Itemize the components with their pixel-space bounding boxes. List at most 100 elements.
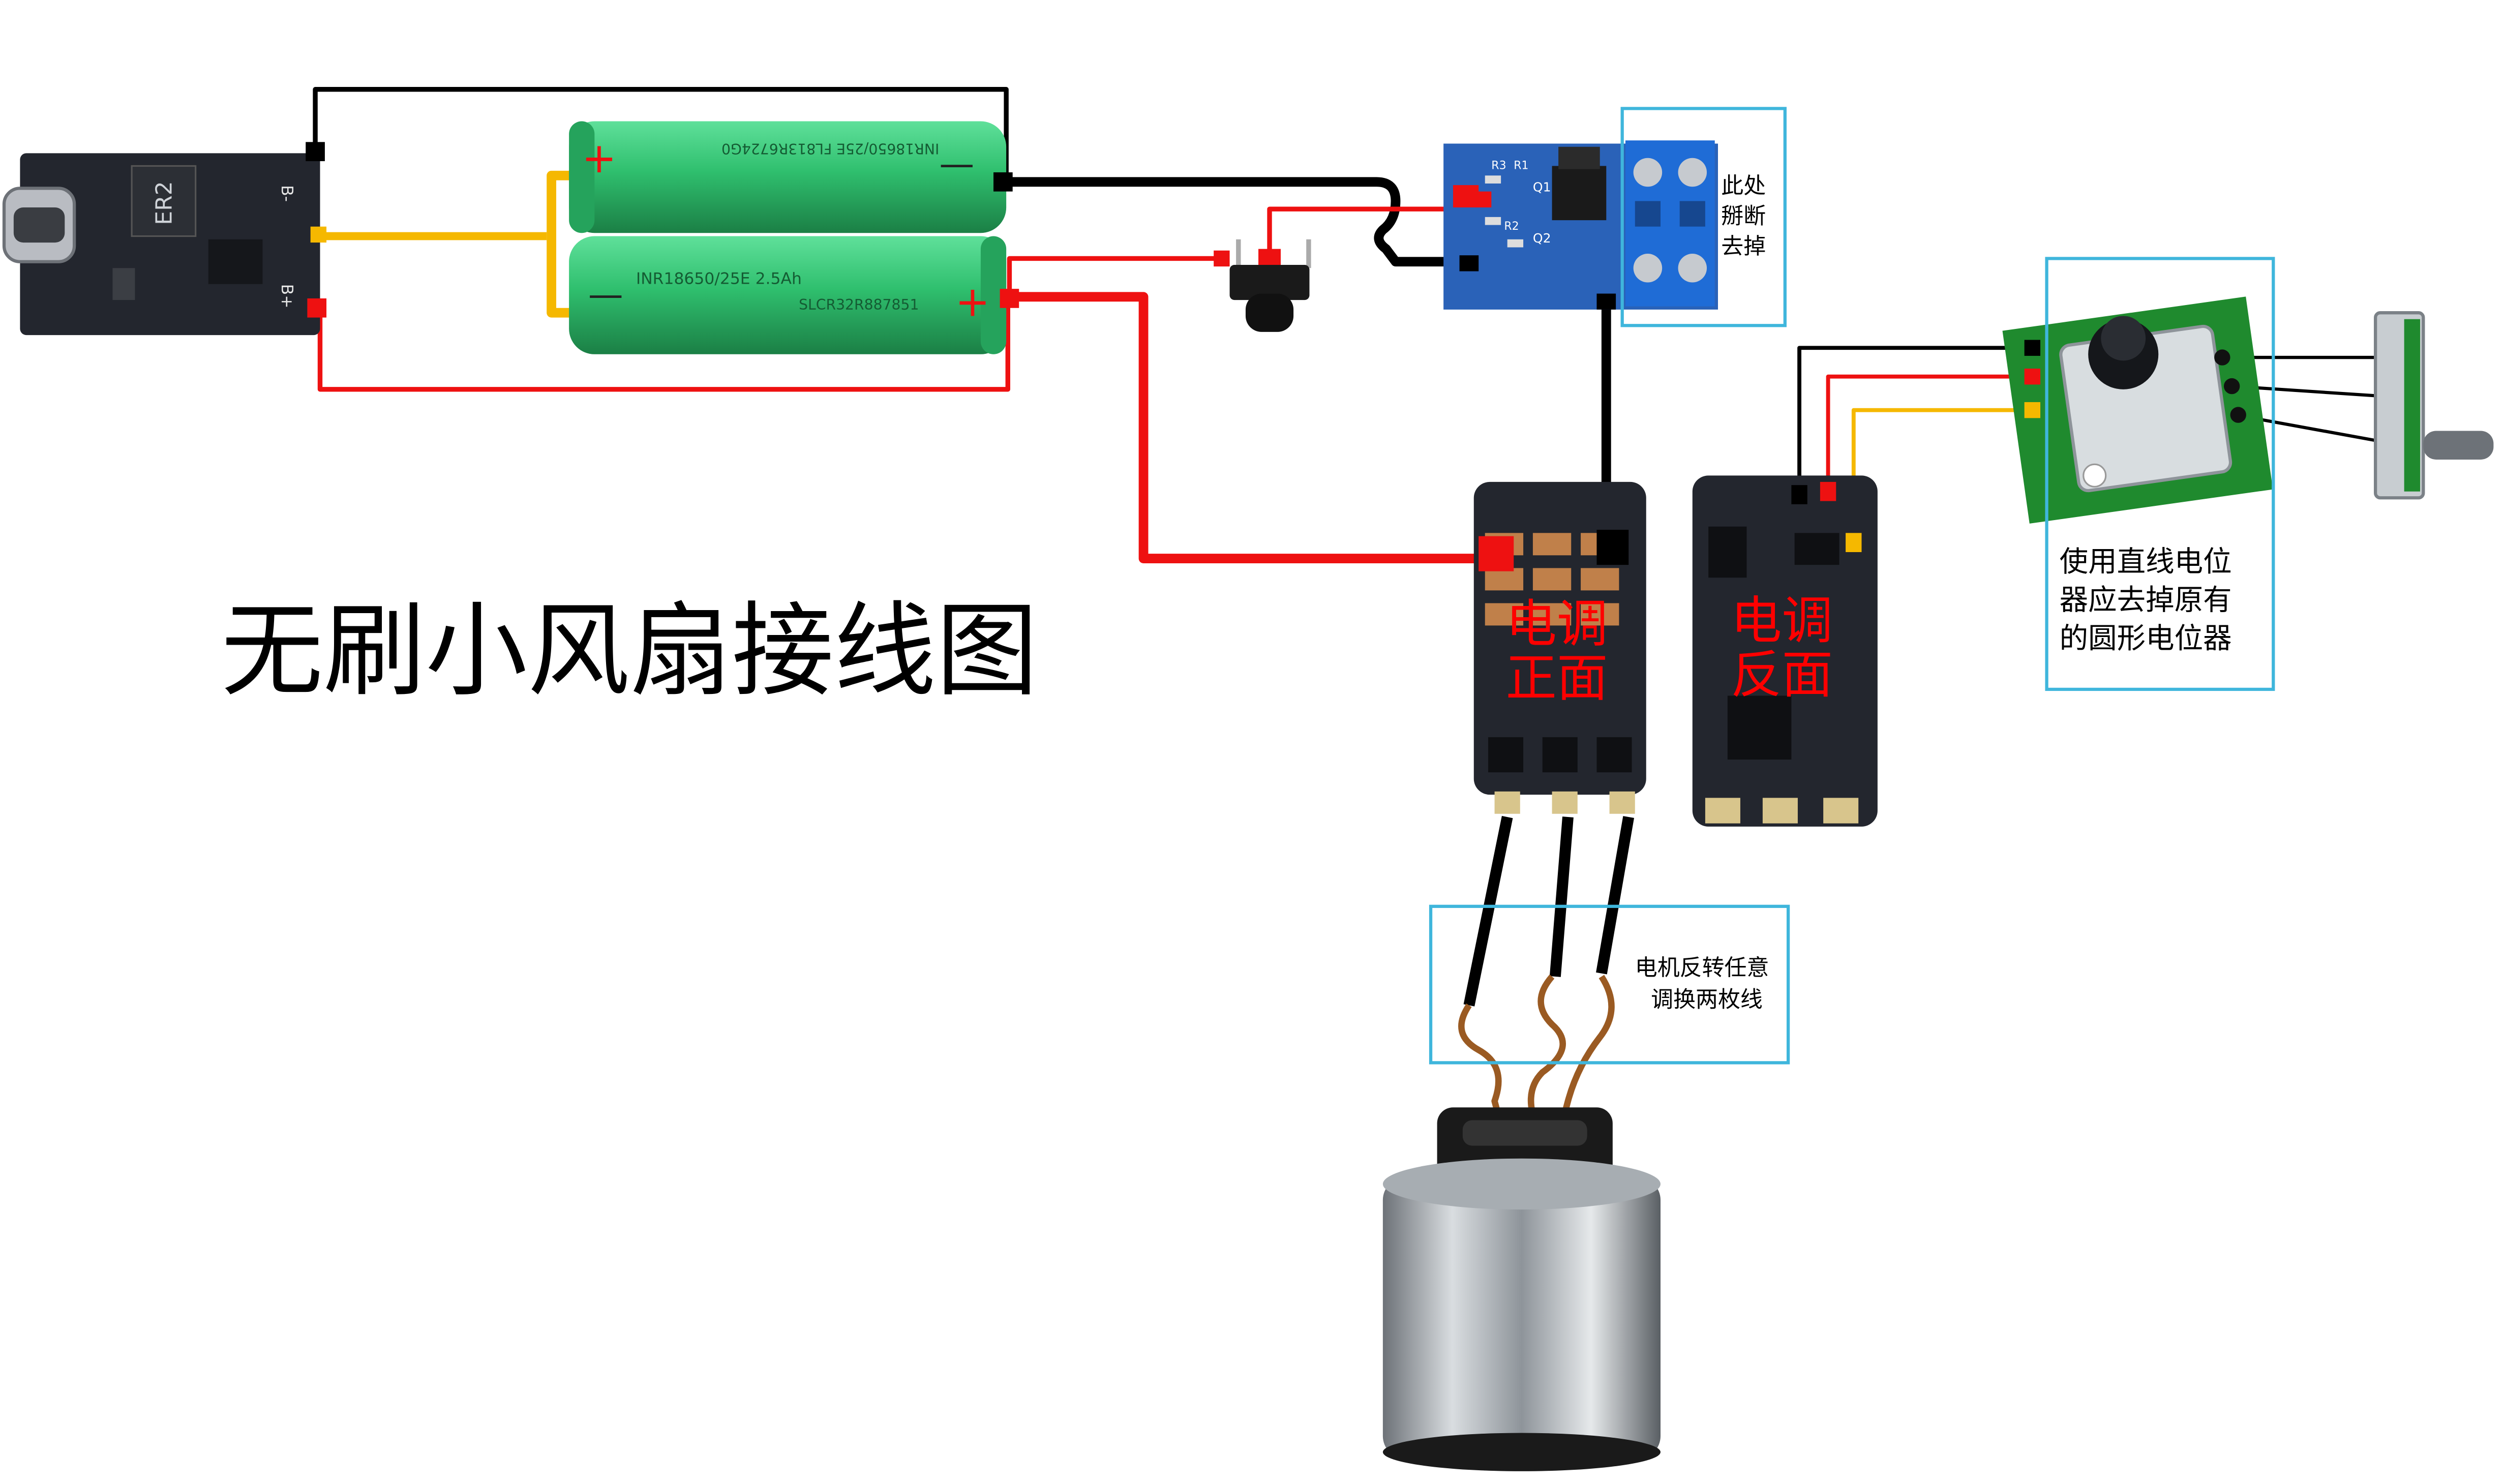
mosfet-smd-2 (1485, 217, 1501, 225)
esc-back-signal-black (1791, 485, 1807, 504)
wire-motor-phase-c (1596, 816, 1635, 975)
mosfet-module: R3 R1 Q1 R2 Q2 (1443, 140, 1718, 310)
esc-back-pad-3 (1823, 798, 1859, 824)
switch-body (1229, 265, 1310, 300)
mosfet-label-q1: Q1 (1533, 180, 1551, 195)
mosfet-label-r1: R1 (1514, 160, 1528, 172)
mosfet-smd-1 (1485, 175, 1501, 184)
charger-pad-yellow (310, 226, 327, 243)
esc-front-label-1: 电调 (1506, 594, 1608, 654)
charger-led (112, 268, 135, 300)
battery-bottom-minus: — (588, 275, 623, 315)
esc-back-signal-red (1820, 481, 1836, 501)
slider-strip (2404, 319, 2421, 492)
esc-back-pad-1 (1705, 798, 1740, 824)
potentiometer-board (2002, 296, 2273, 524)
terminal-screw-4 (1678, 254, 1707, 283)
mosfet-smd-3 (1507, 239, 1524, 248)
esc-front (1473, 481, 1646, 814)
terminal-screw-3 (1633, 254, 1663, 283)
esc-front-cap-9 (1581, 603, 1619, 626)
mosfet-transistor (1552, 166, 1607, 221)
pot-pad-black (2024, 340, 2041, 356)
switch-pin-right (1306, 239, 1311, 268)
motor-note-line-1: 电机反转任意 (1635, 955, 1769, 981)
terminal-screw-1 (1633, 158, 1663, 187)
wire-red-switch (1007, 256, 1222, 297)
mosfet-note-box (1620, 107, 1787, 327)
charger-pad-red (307, 298, 327, 318)
esc-front-motor-pad-2 (1552, 791, 1578, 814)
battery-bottom-pos-pad (1000, 289, 1019, 308)
battery-top: + — INR18650/25E FL813R6724G0 (569, 121, 1007, 233)
charger-board: ER2 B- B+ (2, 142, 327, 336)
wire-motor-copper-b (1527, 974, 1566, 1127)
esc-front-cap-4 (1485, 568, 1524, 591)
wire-black-battery-mosfet (1003, 177, 1472, 267)
linear-slider-pot (2374, 311, 2494, 500)
esc-front-cap-5 (1532, 568, 1572, 591)
charger-pad-black (306, 142, 325, 162)
wire-red-switch-to-mosfet (1267, 206, 1461, 256)
esc-front-pad-black (1596, 530, 1629, 565)
usb-c-port-inner (13, 207, 65, 243)
motor-note-box (1429, 904, 1790, 1065)
wire-signal-yellow (1851, 408, 2031, 489)
battery-bottom-marking: INR18650/25E 2.5Ah (636, 270, 802, 288)
wire-motor-copper-a (1458, 1003, 1504, 1126)
battery-bottom-plus: + (955, 278, 990, 326)
pot-note-line-2: 器应去掉原有 (2060, 584, 2232, 617)
slider-lever (2423, 431, 2494, 460)
wire-yellow-bracket (547, 170, 576, 318)
mosfet-note-line-3: 去掉 (1721, 233, 1766, 259)
esc-front-cap-6 (1581, 568, 1619, 591)
battery-top-body (569, 121, 1007, 233)
esc-front-fet-3 (1596, 737, 1632, 773)
motor-can-bottom (1382, 1433, 1661, 1471)
battery-bottom-body (569, 236, 1007, 354)
esc-front-pad-red (1479, 536, 1514, 571)
motor-note-line-2: 调换两枚线 (1651, 987, 1763, 1013)
switch-pad-left (1214, 250, 1230, 267)
mosfet-label-r3: R3 (1491, 160, 1506, 172)
charger-ic (208, 239, 263, 284)
terminal-slot-2 (1679, 201, 1705, 227)
wire-signal-black (1797, 346, 2031, 489)
wire-motor-phase-b (1549, 816, 1574, 977)
esc-back-signal-yellow (1846, 533, 1862, 552)
charger-pin-bminus: B- (278, 185, 296, 202)
esc-front-cap-2 (1532, 533, 1572, 556)
charger-pcb (20, 153, 320, 336)
esc-back-pad-2 (1762, 798, 1798, 824)
charger-pin-bplus: B+ (278, 284, 296, 309)
pot-pin-3 (2230, 407, 2246, 423)
wire-black-thin-top (313, 87, 1009, 176)
esc-back-ic-2 (1727, 695, 1792, 760)
pot-hole (2083, 463, 2107, 488)
esc-front-motor-pad-1 (1494, 791, 1520, 814)
battery-bottom: + — INR18650/25E 2.5Ah SLCR32R887851 (569, 236, 1007, 354)
battery-top-minus: — (939, 143, 974, 184)
inductor-chip (131, 165, 197, 237)
terminal-black-lead (1596, 293, 1616, 310)
terminal-screw-2 (1678, 158, 1707, 187)
pot-note-line-1: 使用直线电位 (2060, 546, 2232, 579)
mosfet-pad-red (1453, 185, 1479, 208)
mosfet-pad-black (1459, 255, 1479, 271)
page-title: 无刷小风扇接线图 (221, 592, 1038, 711)
push-switch (1214, 239, 1311, 332)
battery-top-cap (569, 121, 595, 233)
esc-back (1692, 475, 1878, 827)
wires (313, 87, 2376, 1127)
pot-pin-1 (2214, 349, 2230, 366)
esc-front-fet-1 (1488, 737, 1524, 773)
switch-pad-right (1258, 249, 1281, 265)
motor (1382, 1107, 1661, 1471)
pot-note-box (2045, 257, 2275, 691)
terminal-slot-1 (1635, 201, 1661, 227)
pot-pad-red (2024, 369, 2041, 385)
wire-signal-red (1826, 374, 2031, 489)
battery-bottom-marking2: SLCR32R887851 (799, 296, 919, 313)
mosfet-note-line-2: 掰断 (1721, 203, 1766, 229)
esc-front-cap-8 (1532, 603, 1572, 626)
